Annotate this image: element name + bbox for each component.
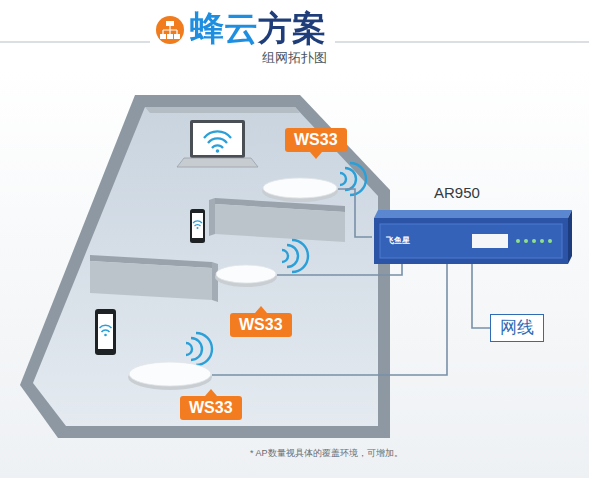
- label-box: 网线: [490, 314, 544, 342]
- status-led: [516, 239, 520, 243]
- phone-icon: [95, 309, 116, 355]
- wifi-signal: [340, 163, 366, 195]
- footnote: * AP数量视具体的覆盖环境，可增加。: [250, 447, 403, 459]
- header-icon: [156, 16, 184, 44]
- ap-disc-top: [263, 178, 337, 198]
- header-rule: [335, 41, 589, 43]
- status-led: [548, 239, 552, 243]
- brand-logo: 飞鱼星: [386, 236, 410, 246]
- room-wall: [20, 95, 390, 438]
- access-point: WS33: [262, 176, 338, 202]
- network-cable: [472, 264, 490, 328]
- router-device: AR950飞鱼星: [372, 210, 572, 264]
- router-window: [472, 234, 508, 248]
- ap-disc-top: [129, 362, 211, 386]
- background: [0, 70, 589, 478]
- status-led: [532, 239, 536, 243]
- ap-disc: [215, 263, 277, 287]
- network-cable: [277, 264, 402, 275]
- status-led: [524, 239, 528, 243]
- phone-icon: [190, 209, 205, 243]
- model-callout: WS33: [285, 128, 347, 152]
- access-point: WS33: [215, 263, 277, 287]
- model-callout: WS33: [230, 313, 292, 337]
- network-cable: [338, 189, 372, 237]
- network-cable: [212, 264, 447, 375]
- router-panel: [380, 224, 562, 258]
- router-top: [374, 210, 572, 218]
- room-wall: [145, 107, 300, 113]
- wifi-signal: [282, 240, 308, 272]
- partition-wall: [209, 198, 345, 242]
- ap-disc: [262, 176, 338, 202]
- router-front: [374, 218, 568, 264]
- subtitle: 组网拓扑图: [262, 50, 327, 66]
- room-floor: [33, 107, 378, 426]
- model-callout: WS33: [180, 396, 242, 420]
- ap-disc: [128, 360, 212, 390]
- header-rule: [0, 41, 150, 43]
- partition-wall: [90, 255, 218, 302]
- diagram-title: 蜂云方案: [190, 8, 326, 48]
- ap-disc-top: [216, 265, 276, 283]
- wifi-signal: [186, 333, 212, 365]
- access-point: WS33: [128, 360, 212, 390]
- router-side: [568, 210, 572, 264]
- device-model: AR950: [434, 184, 480, 202]
- box-label: 网线: [500, 318, 534, 338]
- laptop-icon: [177, 120, 258, 167]
- status-led: [540, 239, 544, 243]
